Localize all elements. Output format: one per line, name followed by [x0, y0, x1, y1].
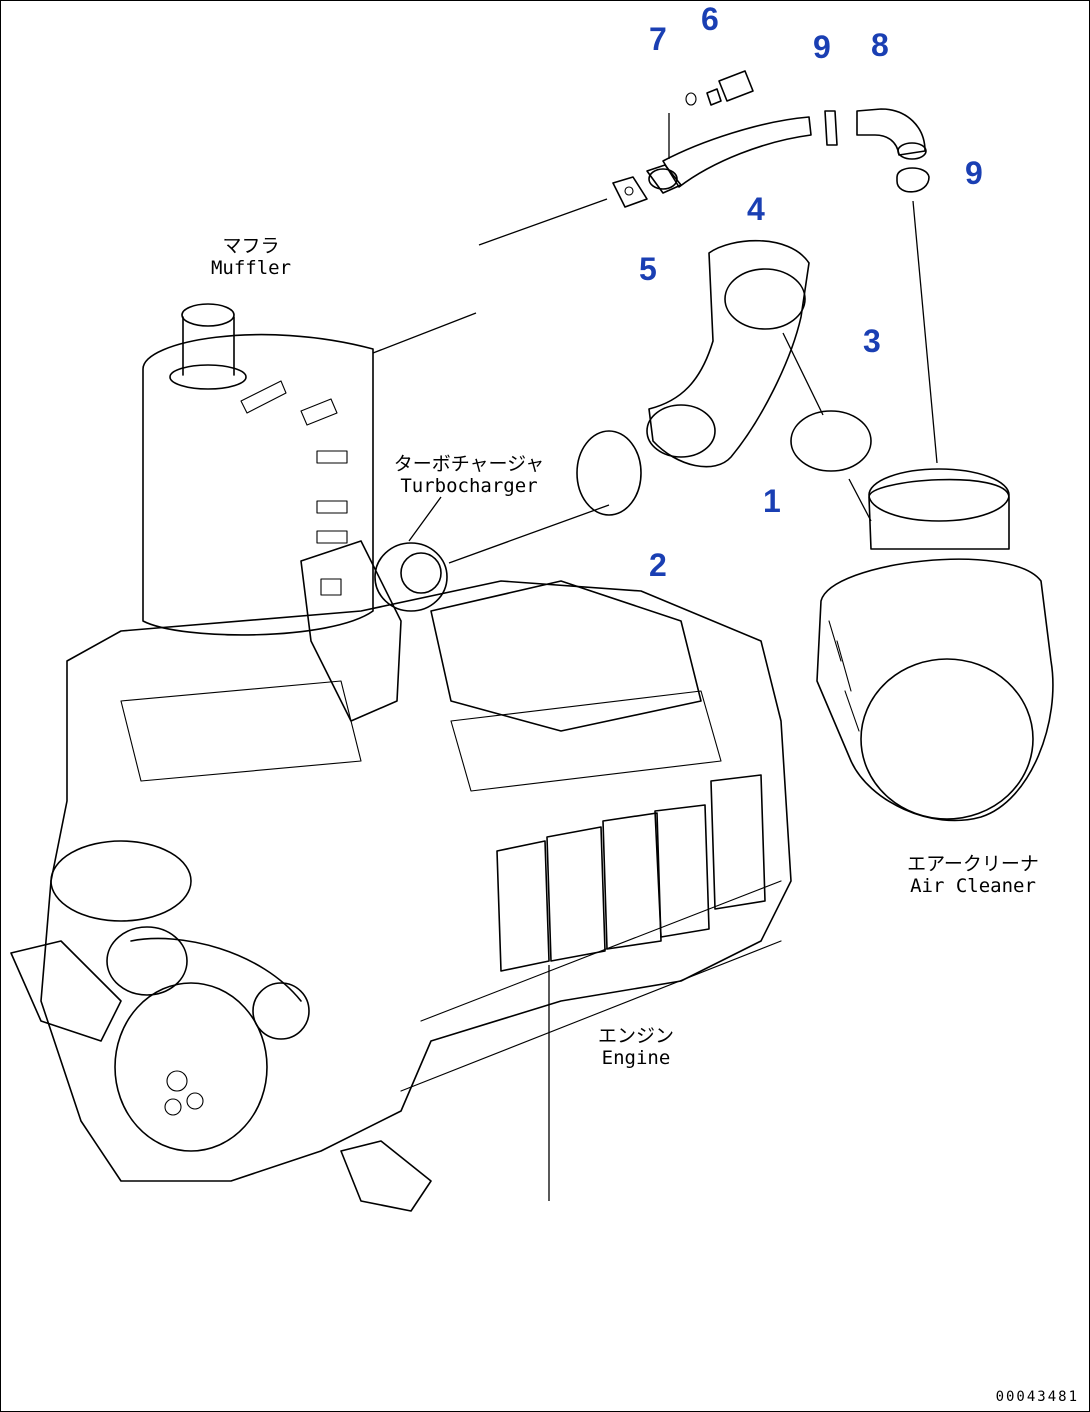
drawing-number: 00043481 — [995, 1389, 1079, 1405]
callout-9-pin[interactable]: 9 — [813, 29, 831, 65]
exhaust-pipe-drawing — [478, 70, 838, 246]
elbow-cap-drawing — [856, 108, 938, 464]
callout-7[interactable]: 7 — [649, 21, 667, 57]
callout-4[interactable]: 4 — [747, 191, 765, 227]
muffler-label-en: Muffler — [210, 257, 292, 279]
muffler-label: マフラ Muffler — [201, 235, 301, 279]
callout-6[interactable]: 6 — [701, 1, 719, 37]
muffler-label-jp: マフラ — [222, 235, 280, 257]
air-cleaner-drawing — [816, 468, 1054, 822]
turbocharger-label-jp: ターボチャージャ — [393, 453, 545, 475]
turbocharger-drawing — [374, 496, 448, 612]
callout-1[interactable]: 1 — [763, 483, 781, 519]
callout-8[interactable]: 8 — [871, 27, 889, 63]
air-cleaner-label-en: Air Cleaner — [910, 875, 1036, 897]
engine-drawing — [10, 540, 792, 1212]
engine-label-jp: エンジン — [597, 1025, 674, 1047]
turbocharger-label: ターボチャージャ Turbocharger — [389, 453, 549, 497]
callout-3[interactable]: 3 — [863, 323, 881, 359]
air-cleaner-label-jp: エアークリーナ — [907, 853, 1039, 875]
callout-5[interactable]: 5 — [639, 251, 657, 287]
air-cleaner-label: エアークリーナ Air Cleaner — [893, 853, 1053, 897]
callout-9-cap[interactable]: 9 — [965, 155, 983, 191]
muffler-drawing — [142, 303, 477, 636]
turbocharger-label-en: Turbocharger — [400, 475, 538, 497]
engine-label-en: Engine — [601, 1047, 671, 1069]
engine-label: エンジン Engine — [591, 1025, 681, 1069]
callout-2[interactable]: 2 — [649, 547, 667, 583]
intake-hose-drawing — [448, 239, 872, 564]
